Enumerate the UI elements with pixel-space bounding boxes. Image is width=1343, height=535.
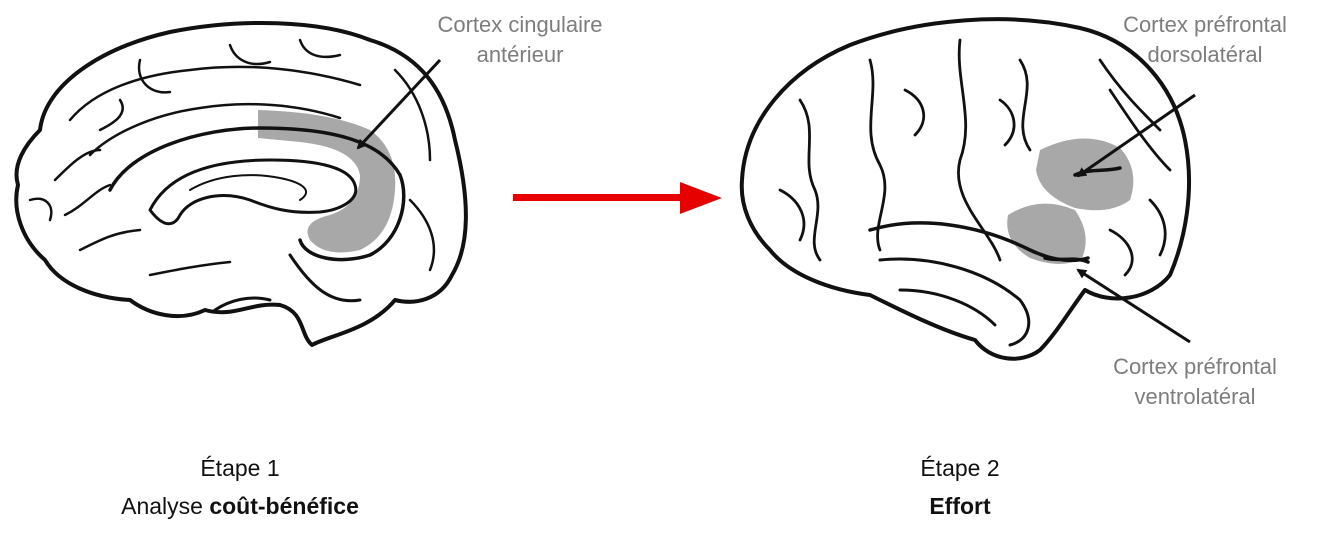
- acc-label-line-2: antérieur: [395, 40, 645, 70]
- lateral-brain: [742, 19, 1189, 358]
- vlpfc-label: Cortex préfrontal ventrolatéral: [1075, 352, 1315, 412]
- cerebellum-base: [215, 255, 360, 310]
- flow-arrow: [513, 182, 722, 214]
- vlpfc-pointer-arrow: [1078, 270, 1190, 342]
- flow-arrow-head: [680, 182, 722, 214]
- medial-outline: [16, 23, 466, 345]
- step2-subtitle: Effort: [780, 490, 1140, 522]
- step1-title: Étape 1: [40, 452, 440, 484]
- vlpfc-label-line-1: Cortex préfrontal: [1075, 352, 1315, 382]
- acc-label-line-1: Cortex cingulaire: [395, 10, 645, 40]
- acc-label: Cortex cingulaire antérieur: [395, 10, 645, 70]
- medial-brain: [16, 23, 466, 345]
- step2-title: Étape 2: [780, 452, 1140, 484]
- step2-caption: Étape 2 Effort: [780, 452, 1140, 522]
- corpus-callosum: [150, 160, 356, 224]
- step1-bold: coût-bénéfice: [209, 493, 359, 519]
- step1-subtitle: Analyse coût-bénéfice: [40, 490, 440, 522]
- dlpfc-label: Cortex préfrontal dorsolatéral: [1085, 10, 1325, 70]
- flow-arrow-shaft: [513, 194, 683, 201]
- step2-bold: Effort: [929, 493, 990, 519]
- step1-prefix: Analyse: [121, 493, 209, 519]
- dlpfc-label-line-1: Cortex préfrontal: [1085, 10, 1325, 40]
- vlpfc-label-line-2: ventrolatéral: [1075, 382, 1315, 412]
- dlpfc-label-line-2: dorsolatéral: [1085, 40, 1325, 70]
- step1-caption: Étape 1 Analyse coût-bénéfice: [40, 452, 440, 522]
